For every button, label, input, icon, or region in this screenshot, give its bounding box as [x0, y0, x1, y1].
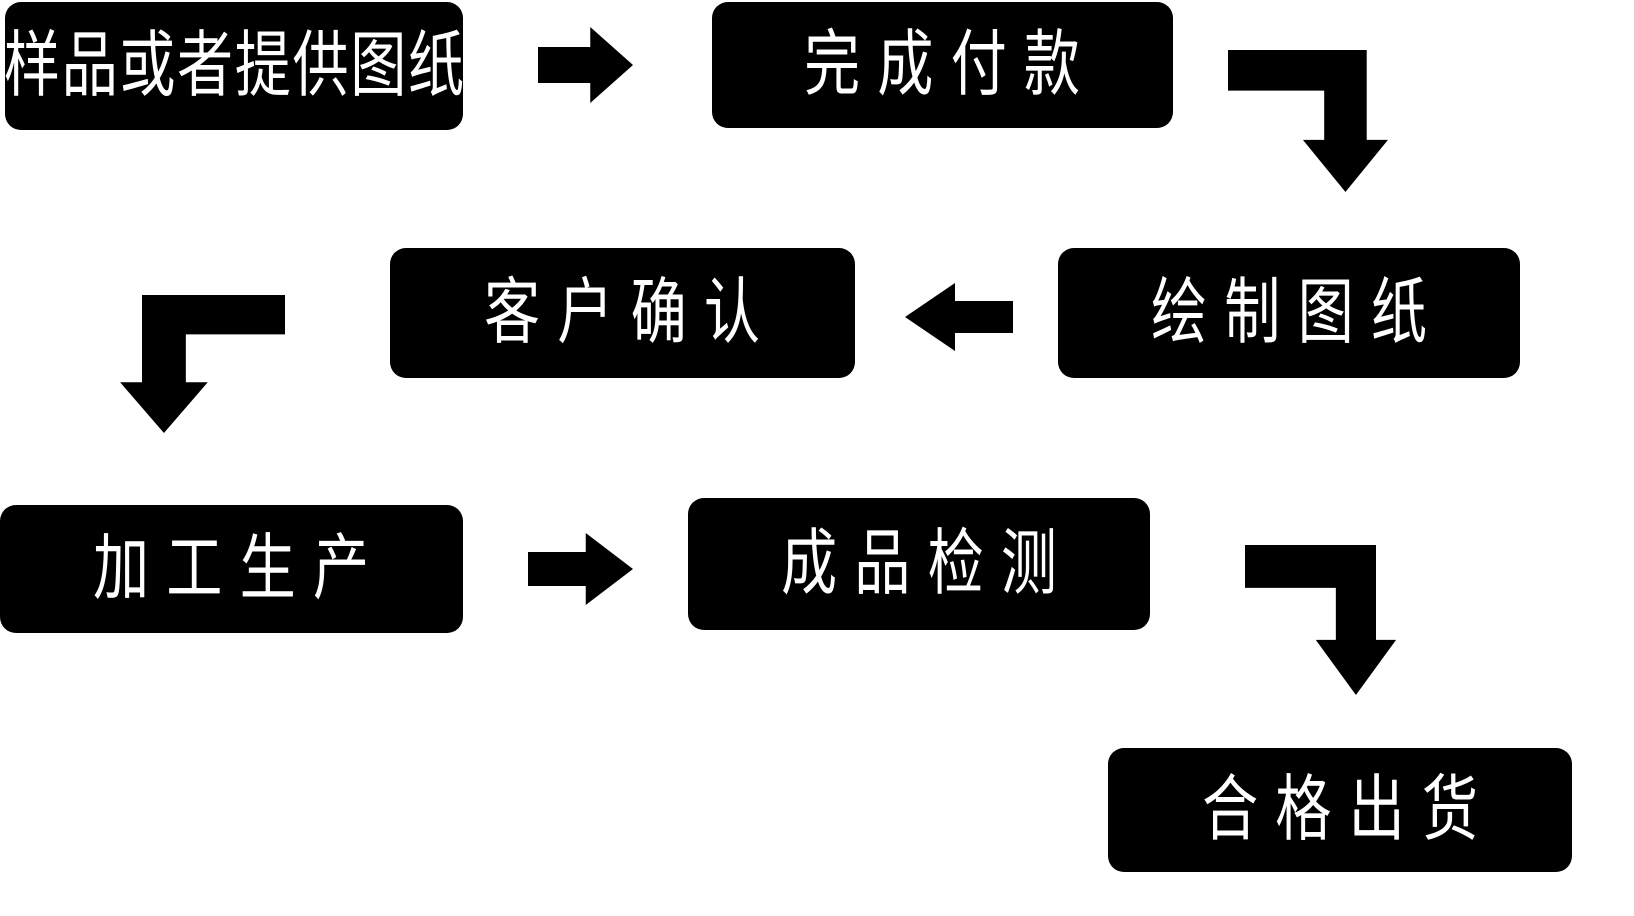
node-inspection-label: 成品检测	[780, 524, 1075, 604]
node-drawing: 绘制图纸	[1058, 248, 1520, 378]
node-inspection: 成品检测	[688, 498, 1150, 630]
arrow-elbow-down-left-icon	[118, 295, 285, 433]
arrow-left-icon	[905, 283, 1013, 351]
node-confirm: 客户确认	[390, 248, 855, 378]
node-production: 加工生产	[0, 505, 463, 633]
node-payment: 完成付款	[712, 2, 1173, 128]
arrow-elbow-down-right-icon	[1228, 50, 1390, 192]
node-sample: 样品或者提供图纸	[3, 2, 466, 130]
node-sample-label: 样品或者提供图纸	[3, 26, 466, 106]
node-confirm-label: 客户确认	[484, 273, 778, 353]
arrow-right-icon	[528, 533, 633, 605]
node-shipment-label: 合格出货	[1201, 770, 1496, 850]
node-payment-label: 完成付款	[804, 25, 1098, 105]
arrow-elbow-down-right-icon	[1245, 545, 1398, 695]
node-shipment: 合格出货	[1108, 748, 1572, 872]
node-production-label: 加工生产	[93, 529, 387, 609]
node-drawing-label: 绘制图纸	[1150, 273, 1445, 353]
arrow-right-icon	[538, 27, 633, 103]
